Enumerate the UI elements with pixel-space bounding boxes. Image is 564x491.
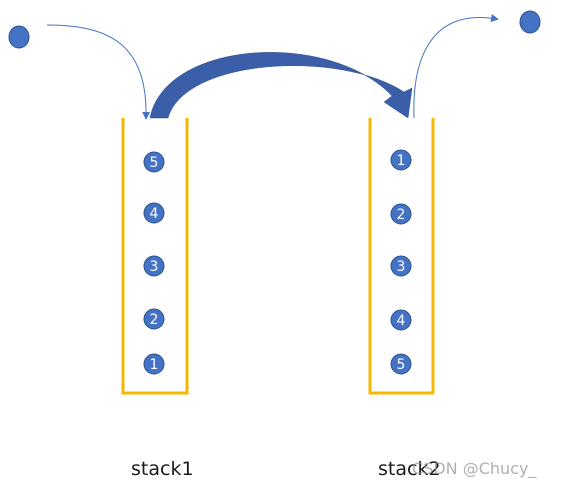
incoming-element-ball: [8, 25, 30, 49]
stack1-item: 3: [143, 255, 165, 277]
stack-item-number: 4: [150, 206, 159, 222]
stack-item-ball: [143, 255, 165, 277]
stack2-item: 5: [390, 353, 412, 375]
stack-item-ball: [390, 255, 412, 277]
stack-item-ball: [143, 202, 165, 224]
stack1-container: [121, 118, 189, 395]
stack-item-number: 4: [397, 313, 406, 329]
stack-item-ball: [390, 309, 412, 331]
push-arrow: [46, 24, 151, 120]
stack-item-number: 2: [397, 207, 406, 223]
stack-item-number: 2: [150, 312, 159, 328]
outgoing-element-ball: [519, 10, 541, 34]
stack1-item: 1: [143, 353, 165, 375]
stack2-item: 2: [390, 203, 412, 225]
watermark-text: CSDN @Chucy_: [412, 459, 537, 478]
stack1-item: 5: [143, 151, 165, 173]
stack2-item: 4: [390, 309, 412, 331]
stack-item-ball: [390, 203, 412, 225]
stack-item-ball: [143, 353, 165, 375]
transfer-arrow: [149, 52, 413, 119]
stack-item-number: 5: [150, 155, 159, 171]
stack1-item: 4: [143, 202, 165, 224]
pop-arrow: [413, 14, 499, 119]
stack-item-number: 5: [397, 357, 406, 373]
stack2-item: 1: [390, 149, 412, 171]
stack-item-ball: [143, 151, 165, 173]
stack-item-ball: [143, 308, 165, 330]
stack2-item: 3: [390, 255, 412, 277]
stack-item-ball: [390, 353, 412, 375]
stack1-label: stack1: [131, 458, 194, 480]
stack2-container: [368, 118, 435, 395]
stack-item-number: 1: [150, 357, 159, 373]
stack2-label: stack2: [378, 458, 441, 480]
stack1-item: 2: [143, 308, 165, 330]
stack-item-number: 1: [397, 153, 406, 169]
stack-item-number: 3: [397, 259, 406, 275]
stack-item-number: 3: [150, 259, 159, 275]
stack-item-ball: [390, 149, 412, 171]
